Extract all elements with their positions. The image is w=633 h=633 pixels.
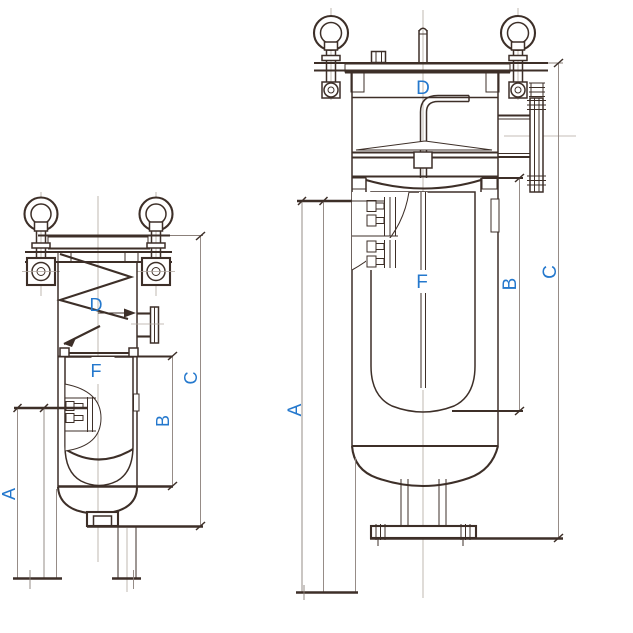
large-filter-view: D F A B C — [285, 8, 576, 600]
large-filter-base — [369, 479, 563, 546]
small-filter-dim-D — [98, 308, 136, 318]
large-filter-eyebolt-left — [312, 14, 350, 99]
dim-label-B-small: B — [153, 415, 173, 427]
small-filter-view: D F A B C — [0, 192, 206, 592]
small-filter-side-nozzle — [131, 306, 164, 344]
dim-label-B-large: B — [500, 278, 521, 291]
dim-label-D-large: D — [416, 78, 430, 99]
small-filter-eyebolt-right — [137, 196, 175, 287]
small-filter-basket — [58, 347, 173, 487]
large-filter-side-nozzle — [498, 82, 546, 193]
small-filter-dimensions — [12, 231, 206, 589]
large-filter-internals — [351, 94, 523, 192]
large-filter-lid — [314, 27, 563, 99]
dim-label-A-small: A — [0, 488, 19, 500]
small-filter-bottom — [56, 485, 203, 589]
dim-label-F-small: F — [91, 361, 102, 381]
large-filter-basket — [351, 191, 500, 413]
dim-label-C-small: C — [181, 372, 201, 385]
dim-label-D-small: D — [90, 295, 103, 315]
small-filter-eyebolt-left — [22, 196, 60, 287]
dim-label-C-large: C — [540, 265, 561, 279]
dim-label-F-large: F — [416, 272, 428, 293]
large-filter-dimensions — [296, 58, 564, 600]
small-filter-spring — [56, 253, 135, 347]
large-filter-eyebolt-right — [499, 14, 537, 99]
small-filter-shell — [57, 262, 138, 487]
dim-label-A-large: A — [285, 403, 306, 416]
